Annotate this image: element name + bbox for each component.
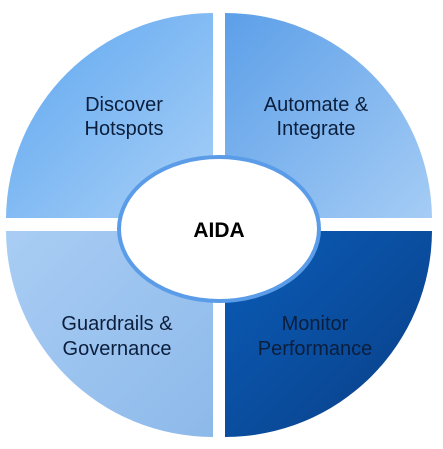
center-hub xyxy=(117,155,321,303)
quadrant-label-bottom-left-line1: Guardrails & xyxy=(61,313,173,335)
quadrant-label-bottom-right-line1: Monitor xyxy=(282,313,349,335)
quadrant-label-bottom-right-line2: Performance xyxy=(258,338,373,360)
quadrant-label-top-left-line2: Hotspots xyxy=(85,118,164,140)
quadrant-label-top-right-line1: Automate & xyxy=(264,94,369,116)
quadrant-label-top-right-line2: Integrate xyxy=(277,118,356,140)
quadrant-top-right xyxy=(225,13,432,218)
center-label: AIDA xyxy=(193,219,244,242)
quadrant-label-bottom-left-line2: Governance xyxy=(63,338,172,360)
quadrant-label-top-left-line1: Discover xyxy=(85,94,163,116)
quadrant-top-left xyxy=(6,13,213,218)
